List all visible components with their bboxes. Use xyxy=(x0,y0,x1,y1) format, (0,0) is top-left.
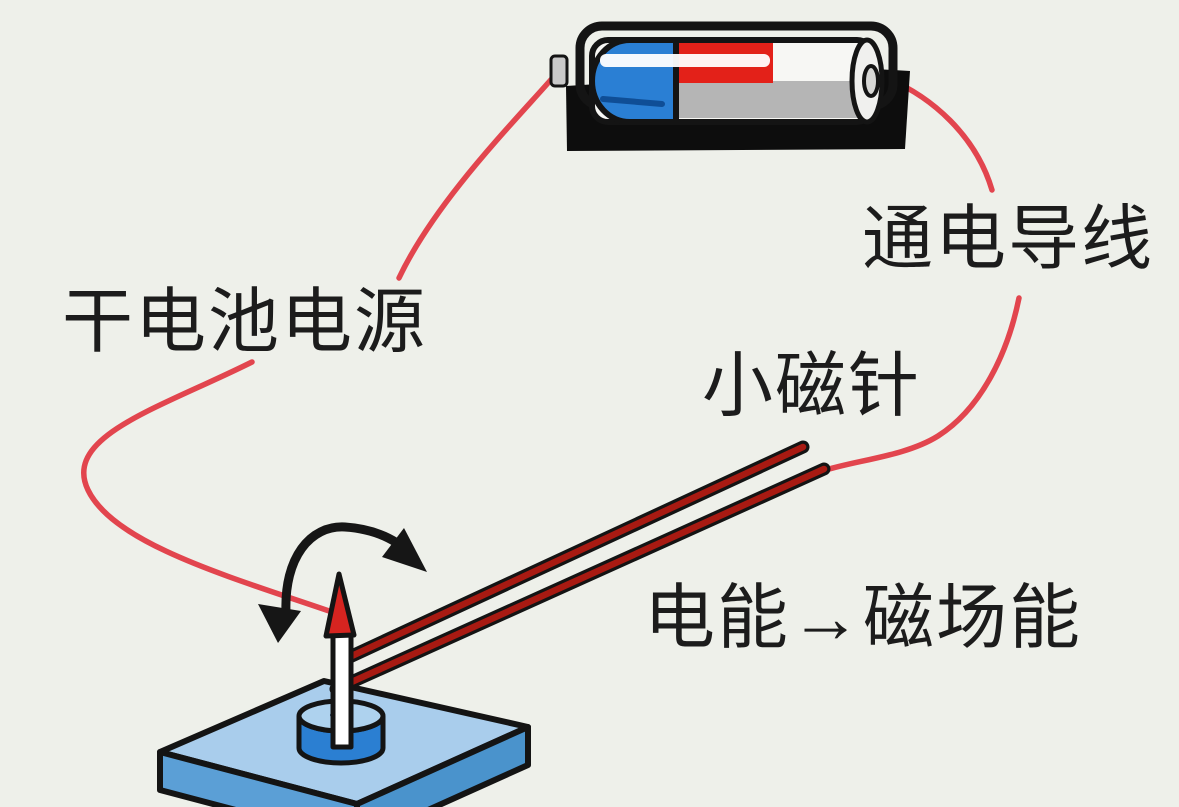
needle-shaft xyxy=(330,630,354,750)
straight-conductor xyxy=(329,440,831,696)
label-dry-cell-source: 干电池电源 xyxy=(62,284,428,362)
rotation-arrow-left-head xyxy=(258,604,301,643)
label-energized-wire: 通电导线 xyxy=(862,201,1155,279)
battery-body-shadow xyxy=(660,81,863,118)
battery-highlight xyxy=(600,54,770,67)
needle-head xyxy=(323,571,357,639)
battery-holder-left-clip xyxy=(549,54,569,88)
rotation-arrow-arc xyxy=(281,522,417,617)
battery-assembly xyxy=(549,21,910,151)
platform-right-face xyxy=(354,724,531,807)
conductor-upper-core xyxy=(337,443,807,665)
compass-needle xyxy=(323,571,357,750)
wire-left-upper-segment xyxy=(396,71,559,281)
battery-positive-terminal xyxy=(862,64,880,98)
rotation-arrow-right-head xyxy=(382,528,427,572)
label-energy-conversion: 电能→磁场能 xyxy=(644,580,1083,658)
battery-cap-stripe xyxy=(600,96,665,107)
battery-negative-cap xyxy=(589,37,679,125)
label-compass-needle: 小磁针 xyxy=(702,348,922,426)
conductor-lower-core xyxy=(332,465,828,693)
rotation-arrow xyxy=(258,522,427,643)
platform-left-face xyxy=(157,749,360,807)
wire-right-lower-segment xyxy=(823,295,1022,473)
wire-left-lower-segment xyxy=(81,359,335,615)
